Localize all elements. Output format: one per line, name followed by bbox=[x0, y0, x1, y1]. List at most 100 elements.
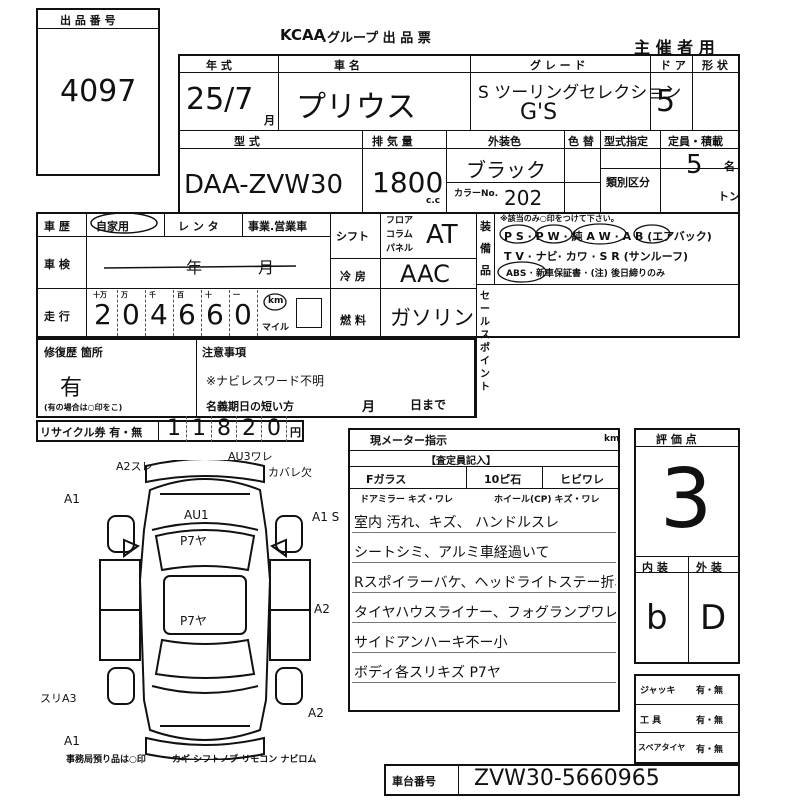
remark-underline bbox=[352, 592, 616, 593]
tools-value: 有・無 bbox=[696, 716, 724, 726]
remark-underline bbox=[352, 682, 616, 683]
mark-xa3: スリA3 bbox=[40, 692, 77, 705]
history-option-business: 事業.営業車 bbox=[248, 220, 308, 233]
remark-underline bbox=[352, 532, 616, 533]
equipment-row-3: ABS · 新車保証書 · (注) 後日締りのみ bbox=[506, 269, 666, 279]
office-note: 事務局預り品は○印 bbox=[66, 755, 146, 765]
equipment-row-2: T V · ナビ· カワ · S R (サンルーフ) bbox=[504, 250, 688, 263]
meter-label: 現メーター指示 bbox=[370, 434, 447, 447]
deadline-label: 名義期日の短い方 bbox=[206, 400, 294, 413]
equipment-circles bbox=[497, 223, 671, 283]
recycle-digit: 2 bbox=[237, 416, 262, 442]
history-label: 車 歴 bbox=[44, 220, 70, 233]
shift-label: シフト bbox=[336, 230, 369, 243]
recycle-unit: 円 bbox=[290, 426, 301, 439]
sales-point-label: セールスポイント bbox=[480, 291, 490, 393]
small-stone-label: 10ピ石 bbox=[484, 473, 522, 486]
meter-unit: km bbox=[604, 434, 620, 444]
remark-line: タイヤハウスライナー、フォグランプワレ bbox=[354, 605, 616, 621]
car-diagram bbox=[99, 460, 311, 760]
history-grid bbox=[36, 212, 740, 338]
mark-a2-right: A2 bbox=[314, 602, 330, 616]
crack-label: ヒビワレ bbox=[560, 473, 604, 486]
title-brand: KCAA bbox=[280, 26, 326, 44]
jack-value: 有・無 bbox=[696, 686, 724, 696]
deadline-month: 月 bbox=[362, 400, 376, 415]
mark-au1: AU1 bbox=[184, 508, 209, 522]
score-box bbox=[634, 428, 740, 664]
mark-a1-left: A1 bbox=[64, 492, 80, 506]
remark-line: サイドアンハーキ不ー小 bbox=[354, 635, 508, 651]
mileage-label: 走 行 bbox=[44, 310, 70, 323]
grade-label: グ レ ー ド bbox=[530, 59, 586, 72]
mileage-unit-label: 一 bbox=[233, 291, 240, 299]
recycle-digit: 1 bbox=[162, 416, 187, 442]
notes-value: ※ナビレスワード不明 bbox=[206, 374, 325, 388]
mark-cover: カバレ欠 bbox=[268, 466, 312, 479]
doors-value: 5 bbox=[656, 84, 676, 119]
shift-value: AT bbox=[426, 220, 458, 250]
model-value: プリウス bbox=[296, 90, 416, 125]
mark-a2: A2スレ bbox=[116, 460, 153, 473]
repair-notes-box bbox=[36, 338, 476, 418]
type-designation-label: 型式指定 bbox=[604, 135, 648, 148]
mileage-unit-label: 百 bbox=[177, 291, 184, 299]
mileage-digit: 4 bbox=[150, 298, 168, 331]
remark-underline bbox=[352, 562, 616, 563]
lot-box bbox=[36, 8, 160, 176]
door-mirror-label: ドアミラー キズ・ワレ bbox=[360, 495, 453, 505]
tools-label: 工 具 bbox=[640, 716, 662, 726]
capacity-label: 定員・積載 bbox=[668, 135, 723, 148]
year-label: 年 式 bbox=[206, 59, 232, 72]
shift-option-panel: パネル bbox=[386, 244, 414, 254]
mark-a1-right: A1 S bbox=[312, 510, 340, 524]
repair-note: (有の場合は○印をこ) bbox=[44, 403, 123, 412]
mark-a1-bottom: A1 bbox=[64, 734, 80, 748]
repair-value: 有 bbox=[60, 376, 83, 401]
mileage-digit: 6 bbox=[178, 298, 196, 331]
notes-label: 注意事項 bbox=[202, 346, 246, 359]
title-text: .グループ 出 品 票 bbox=[322, 31, 431, 46]
shift-option-floor: フロア bbox=[386, 216, 414, 226]
cc-label: 排 気 量 bbox=[372, 135, 413, 148]
lot-label: 出 品 番 号 bbox=[60, 14, 116, 27]
remark-underline bbox=[352, 622, 616, 623]
model-label: 車 名 bbox=[334, 59, 360, 72]
recycle-digit: 1 bbox=[187, 416, 212, 442]
grade-value-2: G'S bbox=[520, 100, 558, 125]
mileage-unit-label: 十 bbox=[205, 291, 212, 299]
exterior-label: 外 装 bbox=[696, 561, 722, 574]
repair-label: 修復歴 箇所 bbox=[44, 346, 103, 359]
spare-value: 有・無 bbox=[696, 745, 724, 755]
grade-value-1: S ツーリングセレクション bbox=[478, 83, 682, 103]
spare-label: スペアタイヤ bbox=[638, 743, 686, 752]
equipment-label: 装備品 bbox=[480, 220, 491, 277]
mileage-check-box bbox=[296, 298, 322, 328]
mark-au3: AU3ワレ bbox=[228, 450, 273, 463]
office-items: カギ シフトノブ リモコン ナビロム bbox=[172, 755, 317, 765]
inspection-label: 車 検 bbox=[44, 258, 70, 271]
inspection-strike bbox=[103, 265, 297, 269]
remark-line: ボディ各スリキズ P7ヤ bbox=[354, 665, 501, 681]
year-unit: 月 bbox=[264, 114, 275, 127]
remark-line: シートシミ、アルミ車経過いて bbox=[354, 545, 550, 561]
cc-unit: c.c bbox=[426, 196, 441, 206]
chassis-value: ZVW30-5660965 bbox=[474, 766, 660, 791]
history-option-rental: レ ン タ bbox=[178, 220, 219, 233]
history-circle bbox=[90, 212, 158, 234]
mileage-digit: 0 bbox=[122, 298, 140, 331]
type-value: DAA-ZVW30 bbox=[184, 170, 344, 200]
remark-line: 室内 汚れ、キズ、 ハンドルスレ bbox=[354, 515, 560, 531]
category-label: 類別区分 bbox=[606, 176, 650, 189]
history-option-private: 自家用 bbox=[96, 220, 129, 233]
recycle-digit: 8 bbox=[212, 416, 237, 442]
remark-underline bbox=[352, 652, 616, 653]
mileage-digit: 2 bbox=[94, 298, 112, 331]
wheel-label: ホイール(CP) キズ・ワレ bbox=[494, 495, 600, 505]
chassis-label: 車台番号 bbox=[392, 775, 436, 788]
deadline-day: 日まで bbox=[410, 398, 447, 412]
mark-a2-bottom: A2 bbox=[308, 706, 324, 720]
